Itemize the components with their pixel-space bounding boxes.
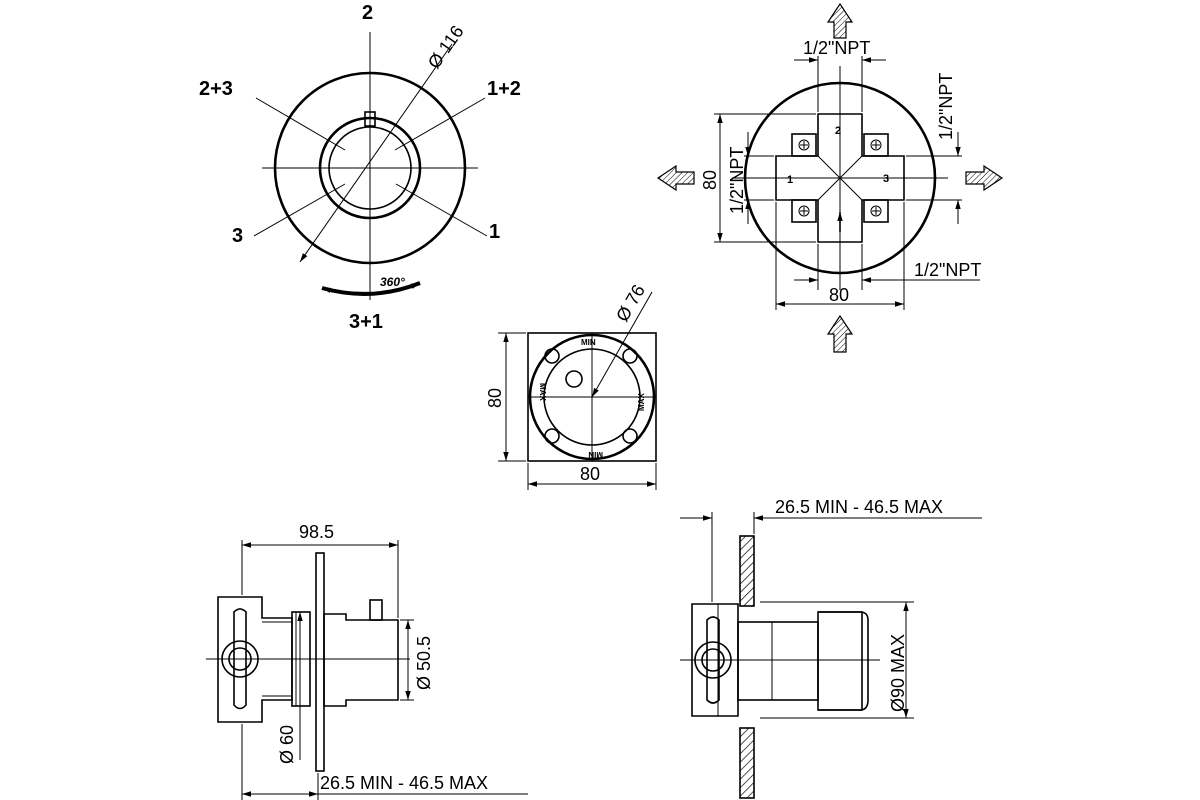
leader-1 xyxy=(395,183,488,237)
position-label-1-2: 1+2 xyxy=(487,78,521,100)
body-diameter-label: Ø 60 xyxy=(277,725,297,764)
handle-knob xyxy=(323,613,399,707)
position-label-3: 3 xyxy=(232,225,243,247)
wall-section-top xyxy=(739,535,755,607)
side-view-right: 26.5 MIN - 46.5 MAX Ø90 MAX xyxy=(680,497,982,799)
wing-nut xyxy=(233,608,247,710)
lug-top-left xyxy=(791,133,817,157)
port-top-label: 1/2"NPT xyxy=(803,38,870,58)
position-label-1: 1 xyxy=(489,221,500,243)
rotation-label: 360° xyxy=(380,275,405,289)
lug-bottom-right xyxy=(863,199,889,223)
knob-indicator xyxy=(369,599,383,621)
center-height-dim: 80 xyxy=(485,388,505,408)
outlet-label-2: 2 xyxy=(835,125,841,137)
ring-text-top: MIN xyxy=(581,338,596,347)
diameter-76-label: Ø 76 xyxy=(612,281,649,325)
ring-text-left: MAX xyxy=(538,383,547,401)
flow-arrow-left xyxy=(656,164,695,192)
port-left-label: 1/2"NPT xyxy=(727,147,747,214)
wall-range-left-label: 26.5 MIN - 46.5 MAX xyxy=(320,773,488,793)
diameter-116-label: Ø 116 xyxy=(424,22,468,73)
position-label-2: 2 xyxy=(362,2,373,24)
flow-arrow-right xyxy=(965,164,1004,192)
wing-nut-right xyxy=(706,616,720,704)
front-view: Ø 116 2 2+3 1+2 3 1 3+1 360° xyxy=(199,2,521,333)
center-lug-br xyxy=(622,428,638,444)
leader-3 xyxy=(253,183,346,237)
flow-arrow-down-in xyxy=(826,314,854,353)
position-label-3-1: 3+1 xyxy=(349,311,383,333)
center-lug-tr xyxy=(622,348,638,364)
center-lug-tl xyxy=(544,348,560,364)
ring-text-bottom: MIN xyxy=(588,450,603,459)
center-width-dim: 80 xyxy=(580,464,600,484)
wall-plate xyxy=(315,552,325,772)
cartridge-block xyxy=(737,621,819,701)
wall-section-bottom xyxy=(739,727,755,799)
side-view-left: 98.5 Ø 50.5 Ø 60 26.5 MIN - 46.5 MAX xyxy=(206,522,528,800)
ports-view: 2 1 3 1/2"NPT 1/2"NPT 1/2"NPT 80 xyxy=(656,2,1004,353)
ring-text-right: MAX xyxy=(637,393,646,411)
flow-arrow-up xyxy=(826,2,854,39)
position-label-2-3: 2+3 xyxy=(199,78,233,100)
leader-1-2 xyxy=(394,97,486,151)
body-front-view: MIN MIN MAX MAX Ø 76 80 80 xyxy=(485,281,657,490)
center-lug-bl xyxy=(544,428,560,444)
rotation-arrow xyxy=(321,281,421,296)
length-dim-98-5: 98.5 xyxy=(299,522,334,542)
outlet-label-1: 1 xyxy=(787,174,793,186)
cartridge-sleeve xyxy=(817,611,863,711)
port-bottom-label: 1/2"NPT xyxy=(914,260,981,280)
port-right-label: 1/2"NPT xyxy=(936,73,956,140)
valve-body-right xyxy=(691,603,739,717)
lug-top-right xyxy=(863,133,889,157)
temperature-symbol xyxy=(565,370,583,388)
lug-bottom-left xyxy=(791,199,817,223)
diameter-116-line xyxy=(299,43,453,263)
height-dim-80: 80 xyxy=(700,170,720,190)
width-dim-80: 80 xyxy=(829,285,849,305)
max-diameter-label: Ø90 MAX xyxy=(888,634,908,712)
outlet-label-3: 3 xyxy=(883,173,889,185)
wall-range-right-label: 26.5 MIN - 46.5 MAX xyxy=(775,497,943,517)
knob-diameter-label: Ø 50.5 xyxy=(414,636,434,690)
leader-2-3 xyxy=(255,97,346,151)
